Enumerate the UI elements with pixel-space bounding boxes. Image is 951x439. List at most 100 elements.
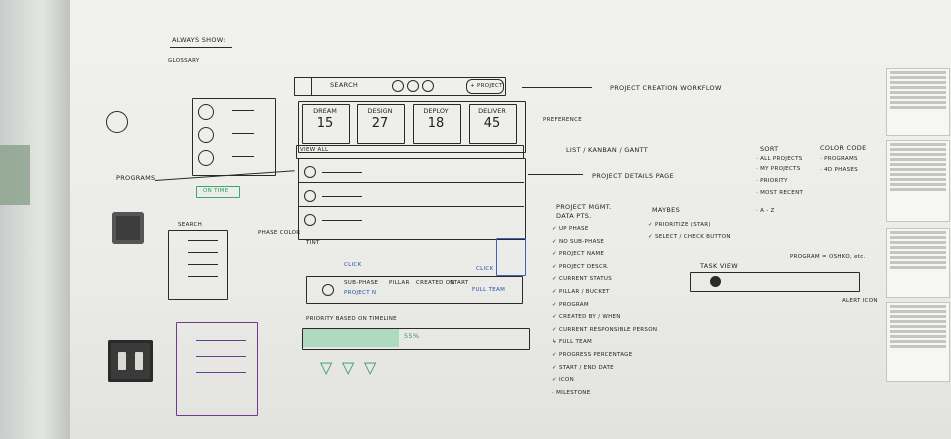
created-on-label: CREATED ON: [416, 280, 455, 286]
tile-dream: [302, 104, 350, 144]
paper-sheet: [886, 68, 950, 136]
row-icon: [304, 214, 316, 226]
pillar-label: PILLAR: [389, 280, 410, 286]
timeline-bar-sketch: [302, 328, 530, 350]
arrow-line: [522, 87, 592, 89]
maybe-item: ✓ PRIORITIZE (STAR): [648, 222, 711, 228]
sketch-line: [188, 264, 218, 266]
tint-label: TINT: [306, 240, 320, 246]
sort-item: · A - Z: [756, 208, 775, 214]
search-panel-sketch: [168, 230, 228, 300]
data-point-item: ✓ NO SUB-PHASE: [552, 238, 605, 245]
maybes-label: MAYBES: [652, 206, 681, 214]
color-code-label: COLOR CODE: [820, 144, 867, 152]
data-point-item: ✓ CURRENT RESPONSIBLE PERSON: [552, 326, 658, 333]
circle-icon: [392, 80, 404, 92]
sort-item: · MOST RECENT: [756, 190, 804, 196]
light-switch: [108, 340, 153, 382]
mobile-sketch: [176, 322, 258, 416]
data-point-item: ✓ PILLAR / BUCKET: [552, 289, 610, 295]
glossary-label: GLOSSARY: [168, 58, 200, 64]
color-item: · PROGRAMS: [820, 156, 858, 162]
circle-icon: [407, 80, 419, 92]
paper-sheet: [886, 140, 950, 222]
maybe-item: ✓ SELECT / CHECK BUTTON: [648, 234, 731, 240]
full-team-label: FULL TEAM: [472, 287, 506, 293]
sort-item: · ALL PROJECTS: [756, 156, 803, 162]
sketch-line: [188, 276, 218, 278]
flag-icon: ▽: [364, 358, 377, 377]
sketch-line: [188, 240, 218, 242]
data-point-item: ✓ ICON: [552, 377, 575, 384]
sketch-line: [232, 156, 254, 158]
data-point-item: ✓ CREATED BY / WHEN: [552, 314, 621, 321]
thermostat: [112, 212, 144, 244]
row-icon: [322, 284, 334, 296]
user-icon: [106, 111, 128, 133]
office-window: [0, 145, 30, 205]
tile-value: 18: [427, 116, 445, 131]
sketch-line: [322, 220, 362, 222]
full-team-popup: [496, 238, 526, 276]
sketch-line: [322, 172, 362, 174]
circle-icon: [422, 80, 434, 92]
new-project-label: + PROJECT: [470, 83, 503, 89]
start-label: START: [450, 280, 469, 286]
expanded-row-sketch: [306, 276, 523, 304]
project-list-sketch: [298, 158, 526, 240]
search-label: SEARCH: [330, 81, 359, 89]
click-label: CLICK: [476, 266, 494, 272]
tile-label: DEPLOY: [423, 107, 449, 115]
paper-sheet: [886, 228, 950, 298]
sketch-line: [196, 372, 246, 374]
data-point-item: ✓ START / END DATE: [552, 364, 614, 371]
row-icon: [304, 190, 316, 202]
search-mini-label: SEARCH: [178, 222, 203, 228]
flag-icon: ▽: [320, 358, 333, 377]
sketch-line: [232, 133, 254, 135]
sub-phase-label: SUB-PHASE: [344, 280, 379, 286]
view-all-bar: [296, 145, 524, 159]
project-details-label: PROJECT DETAILS PAGE: [592, 172, 674, 180]
row-divider: [298, 206, 524, 208]
color-item: · 4D PHASES: [820, 167, 858, 173]
paper-sheet: [886, 302, 950, 382]
data-point-item: ✓ PROJECT NAME: [552, 251, 605, 258]
data-point-item: ↳ FULL TEAM: [552, 339, 593, 346]
data-point-item: · MILESTONE: [552, 389, 591, 396]
tile-value: 27: [371, 116, 389, 131]
tile-label: DELIVER: [478, 107, 506, 115]
percent-label: 55%: [404, 332, 420, 340]
on-time-label: ON TIME: [203, 188, 229, 194]
underline: [170, 47, 232, 49]
sketch-line: [322, 196, 362, 198]
sketch-line: [196, 340, 246, 342]
project-mgmt-label: PROJECT MGMT.: [556, 203, 612, 211]
preference-label: PREFERENCE: [543, 117, 582, 123]
data-point-item: ✓ PROGRAM: [552, 301, 589, 308]
data-point-item: ✓ UP PHASE: [552, 226, 589, 232]
program-icon: [198, 150, 214, 166]
row-icon: [304, 166, 316, 178]
menu-icon: [294, 77, 312, 96]
tiles-frame: [298, 101, 526, 153]
list-kanban-gantt-label: LIST / KANBAN / GANTT: [566, 146, 648, 154]
view-all-label: VIEW ALL: [300, 147, 329, 153]
alert-icon-label: ALERT ICON: [842, 298, 878, 304]
arrow-line: [528, 174, 583, 176]
on-time-box: [196, 186, 240, 198]
program-icon: [198, 127, 214, 143]
left-wall: [0, 0, 70, 439]
phase-color-label: PHASE COLOR: [258, 230, 301, 236]
sort-item: · PRIORITY: [756, 178, 788, 184]
priority-label: PRIORITY BASED ON TIMELINE: [306, 316, 397, 322]
programs-label: PROGRAMS: [116, 174, 156, 182]
new-project-button-sketch: [466, 79, 504, 94]
always-show-label: ALWAYS SHOW:: [172, 36, 226, 44]
tile-label: DESIGN: [367, 107, 393, 115]
whiteboard: [70, 0, 951, 439]
sketch-line: [196, 356, 246, 358]
tile-label: DREAM: [313, 107, 337, 115]
tile-deploy: [413, 104, 461, 144]
